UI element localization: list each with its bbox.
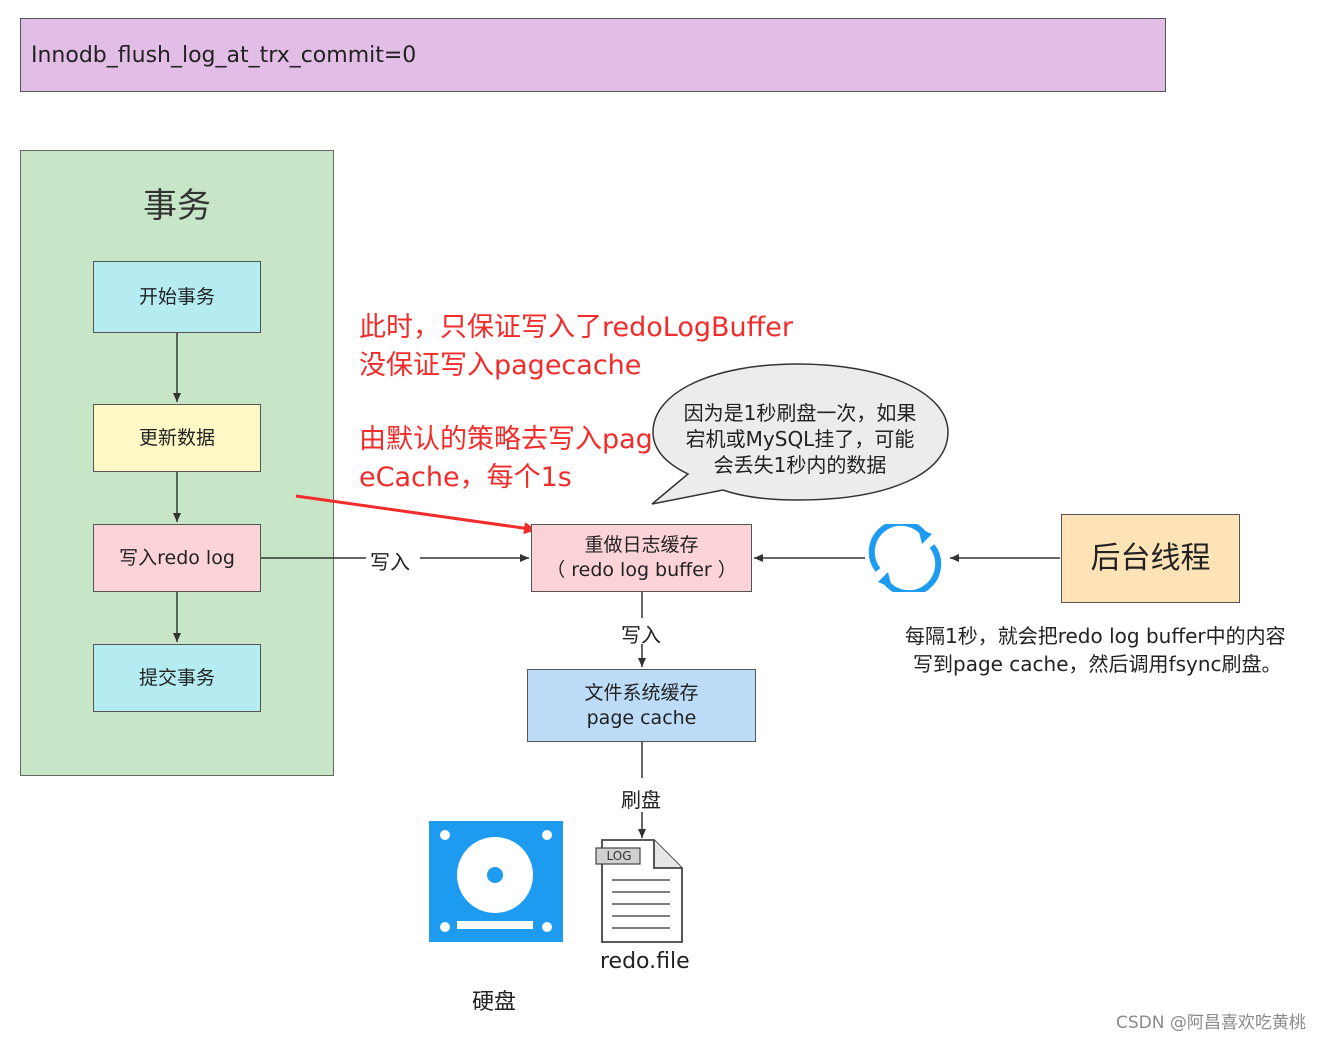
background-desc-line-1: 每隔1秒，就会把redo log buffer中的内容 xyxy=(905,624,1286,648)
bubble-line-3: 会丢失1秒内的数据 xyxy=(713,453,887,477)
bubble-line-1: 因为是1秒刷盘一次，如果 xyxy=(683,401,917,425)
note-line-2: 没保证写入pagecache xyxy=(359,349,642,381)
step-start-transaction: 开始事务 xyxy=(93,261,261,333)
redo-log-buffer-subtitle: （ redo log buffer ） xyxy=(546,559,737,581)
sync-icon xyxy=(868,524,942,592)
speech-bubble xyxy=(651,363,949,505)
page-cache-box: 文件系统缓存 page cache xyxy=(527,669,756,742)
note-line-3: 由默认的策略去写入pag xyxy=(359,424,653,455)
watermark: CSDN @阿昌喜欢吃黄桃 xyxy=(1116,1013,1306,1033)
transaction-title: 事务 xyxy=(143,186,211,226)
disk-label: 硬盘 xyxy=(472,990,517,1015)
edge-label-write: 写入 xyxy=(370,550,410,574)
hard-disk-icon xyxy=(429,821,563,942)
background-thread-box: 后台线程 xyxy=(1061,514,1240,603)
step-commit-transaction: 提交事务 xyxy=(93,644,261,712)
config-header: Innodb_flush_log_at_trx_commit=0 xyxy=(20,18,1166,92)
config-header-text: Innodb_flush_log_at_trx_commit=0 xyxy=(31,42,417,68)
edge-label-flush: 刷盘 xyxy=(621,788,661,812)
page-cache-subtitle: page cache xyxy=(586,706,697,729)
step-update-data: 更新数据 xyxy=(93,404,261,472)
log-file-icon xyxy=(595,839,683,943)
note-line-4: eCache，每个1s xyxy=(359,461,572,493)
edge-label-write-down: 写入 xyxy=(621,623,661,647)
note-pointer-arrow xyxy=(295,494,538,535)
note-line-1: 此时，只保证写入了redoLogBuffer xyxy=(359,312,793,343)
log-file-label: redo.file xyxy=(600,949,690,974)
background-desc-line-2: 写到page cache，然后调用fsync刷盘。 xyxy=(913,652,1282,676)
page-cache-title: 文件系统缓存 xyxy=(584,681,699,704)
note-text: 此时，只保证写入了redoLogBuffer 没保证写入pagecache xyxy=(359,309,793,385)
bubble-text: 因为是1秒刷盘一次，如果 宕机或MySQL挂了，可能 会丢失1秒内的数据 xyxy=(660,400,940,478)
note-text-2: 由默认的策略去写入pag eCache，每个1s xyxy=(359,421,653,497)
background-thread-desc: 每隔1秒，就会把redo log buffer中的内容 写到page cache… xyxy=(905,622,1286,678)
redo-log-buffer-box: 重做日志缓存 （ redo log buffer ） xyxy=(531,524,752,592)
redo-log-buffer-title: 重做日志缓存 xyxy=(584,534,699,557)
log-file-badge: LOG xyxy=(606,849,632,863)
bubble-line-2: 宕机或MySQL挂了，可能 xyxy=(685,427,915,451)
step-write-redo-log: 写入redo log xyxy=(93,524,261,592)
